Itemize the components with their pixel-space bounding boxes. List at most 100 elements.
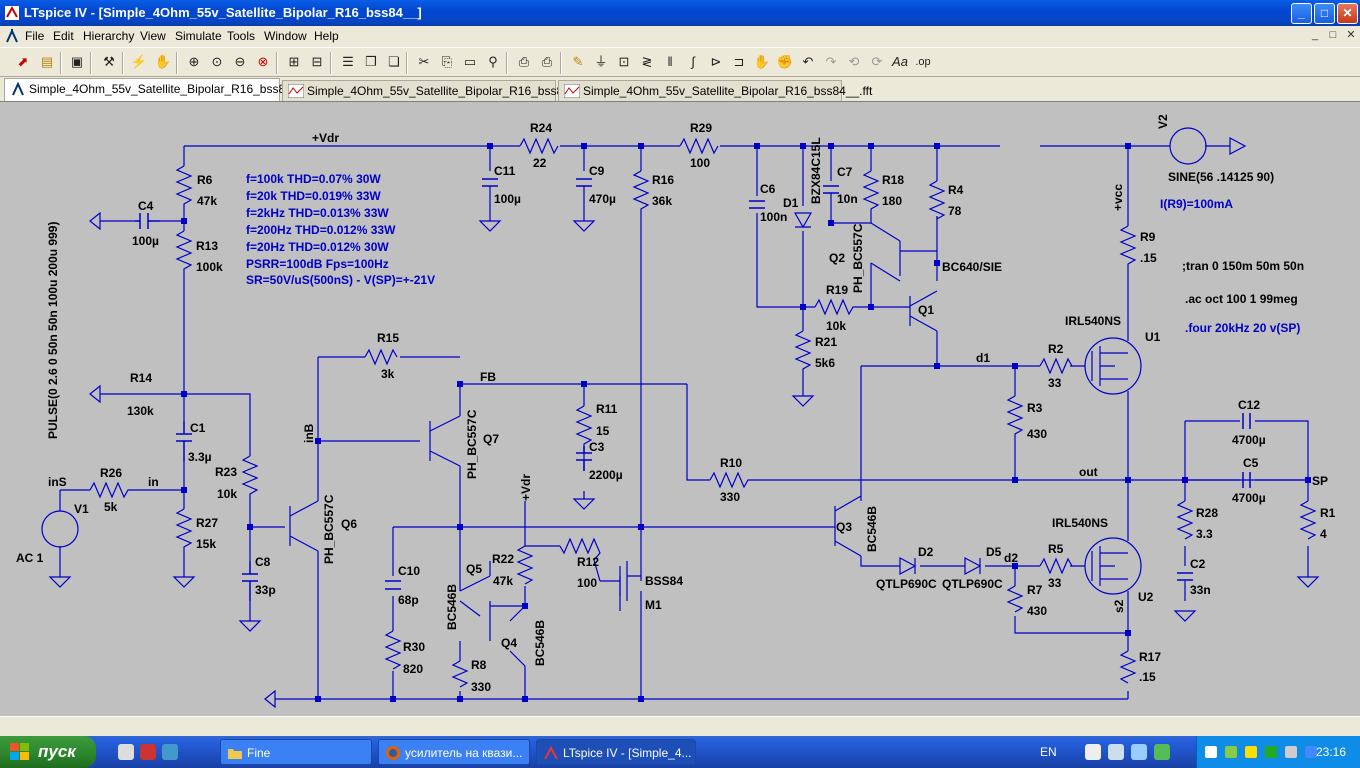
value-r8: 330 — [471, 680, 491, 694]
cascade-icon[interactable]: ❐ — [365, 54, 377, 69]
zoom-fit-icon[interactable]: ⊗ — [257, 54, 269, 69]
task-label: Fine — [247, 746, 271, 760]
net-label-d1: d1 — [976, 351, 990, 365]
copy-icon[interactable]: ⎘ — [441, 54, 453, 69]
tile-vertical-icon[interactable]: ❏ — [388, 54, 400, 69]
tab-waveform[interactable]: Simple_4Ohm_55v_Satellite_Bipolar_R16_bs… — [282, 80, 583, 101]
tray-icon[interactable] — [1085, 744, 1101, 760]
maximize-button[interactable]: □ — [1314, 3, 1335, 24]
label-net-icon[interactable]: ⊡ — [618, 54, 630, 69]
status-bar — [0, 716, 1360, 736]
tray-icon[interactable] — [1245, 746, 1257, 758]
mirror-icon[interactable]: ⟳ — [871, 54, 883, 69]
value-c6: 100n — [760, 210, 787, 224]
grid-icon[interactable]: ⊟ — [311, 54, 323, 69]
save-icon[interactable]: ▣ — [70, 54, 84, 69]
note-ir9: I(R9)=100mA — [1160, 197, 1233, 211]
tray-expand-icon[interactable] — [1205, 746, 1217, 758]
start-button[interactable]: пуск — [0, 736, 96, 768]
value-r9: .15 — [1140, 251, 1157, 265]
task-browser[interactable]: усилитель на квази... — [378, 739, 530, 765]
value-v1: AC 1 — [16, 551, 44, 565]
toolbar-separator — [406, 52, 408, 74]
zoom-out-icon[interactable]: ⊖ — [234, 54, 246, 69]
control-panel-icon[interactable]: ⚒ — [103, 54, 115, 69]
tray-icon[interactable] — [1108, 744, 1124, 760]
quicklaunch-icon[interactable] — [140, 744, 156, 760]
menu-window[interactable]: Window — [264, 29, 307, 43]
pan-icon[interactable]: ⊙ — [211, 54, 223, 69]
label-c8: C8 — [255, 555, 271, 569]
schematic-doc-icon[interactable] — [4, 28, 20, 44]
quicklaunch-icon[interactable] — [118, 744, 134, 760]
capacitor-icon[interactable]: ‖ — [667, 54, 673, 69]
drag-icon[interactable]: ✊ — [776, 54, 794, 69]
menu-tools[interactable]: Tools — [227, 29, 256, 43]
note-line-5: f=20Hz THD=0.012% 30W — [246, 240, 389, 254]
find-icon[interactable]: ⚲ — [488, 54, 498, 69]
mdi-close-button[interactable]: ✕ — [1346, 29, 1356, 41]
menu-file[interactable]: File — [25, 29, 45, 43]
tray-icon[interactable] — [1305, 746, 1317, 758]
inductor-icon[interactable]: ∫ — [691, 54, 695, 69]
label-r13: R13 — [196, 239, 218, 253]
mdi-minimize-button[interactable]: _ — [1311, 29, 1319, 41]
rotate-icon[interactable]: ⟲ — [848, 54, 860, 69]
open-schematic-icon[interactable]: ⬈ — [17, 54, 29, 69]
paste-icon[interactable]: ▭ — [463, 54, 477, 69]
task-ltspice[interactable]: LTspice IV - [Simple_4... — [536, 739, 696, 765]
tab-fft[interactable]: Simple_4Ohm_55v_Satellite_Bipolar_R16_bs… — [558, 80, 872, 101]
text-icon[interactable]: Aa — [892, 54, 908, 69]
tray-icon[interactable] — [1131, 744, 1147, 760]
move-icon[interactable]: ✋ — [753, 54, 771, 69]
cut-icon[interactable]: ✂ — [418, 54, 430, 69]
tray-icon[interactable] — [1225, 746, 1237, 758]
zoom-in-icon[interactable]: ⊕ — [188, 54, 200, 69]
redo-icon[interactable]: ↷ — [825, 54, 837, 69]
tab-schematic[interactable]: Simple_4Ohm_55v_Satellite_Bipolar_R16_bs… — [4, 78, 305, 101]
tray-icon[interactable] — [1154, 744, 1170, 760]
quicklaunch-icon[interactable] — [162, 744, 178, 760]
diode-icon[interactable]: ⊳ — [710, 54, 722, 69]
label-d1: D1 — [783, 196, 799, 210]
label-r21: R21 — [815, 335, 837, 349]
task-label: усилитель на квази... — [405, 746, 523, 760]
menu-help[interactable]: Help — [314, 29, 339, 43]
firefox-icon — [386, 746, 400, 760]
sine-source-label: SINE(56 .14125 90) — [1168, 170, 1274, 184]
print-setup-icon[interactable]: ⎙ — [518, 54, 530, 69]
menu-edit[interactable]: Edit — [53, 29, 74, 43]
halt-icon[interactable]: ✋ — [154, 54, 172, 69]
tile-horizontal-icon[interactable]: ☰ — [342, 54, 354, 69]
open-folder-icon[interactable]: ▤ — [40, 54, 54, 69]
tray-icon[interactable] — [1285, 746, 1297, 758]
value-r10: 330 — [720, 490, 740, 504]
value-r3: 430 — [1027, 427, 1047, 441]
task-fine[interactable]: Fine — [220, 739, 372, 765]
resistor-icon[interactable]: ≷ — [641, 54, 653, 69]
minimize-button[interactable]: _ — [1291, 3, 1312, 24]
spice-directive-icon[interactable]: .op — [915, 56, 931, 68]
schematic-canvas[interactable]: +Vdr FB inB inS in d1 d2 out SP s2 +vcc … — [0, 101, 1360, 716]
close-button[interactable]: ✕ — [1337, 3, 1358, 24]
run-icon[interactable]: ⚡ — [130, 54, 148, 69]
menu-simulate[interactable]: Simulate — [175, 29, 222, 43]
label-r10: R10 — [720, 456, 742, 470]
autorange-icon[interactable]: ⊞ — [288, 54, 300, 69]
menu-view[interactable]: View — [140, 29, 166, 43]
ltspice-app-icon — [5, 5, 19, 20]
value-r15: 3k — [381, 367, 395, 381]
undo-icon[interactable]: ↶ — [802, 54, 814, 69]
wire-pencil-icon[interactable]: ✎ — [572, 54, 584, 69]
tray-icon[interactable] — [1265, 746, 1277, 758]
schematic-drawing[interactable]: +Vdr FB inB inS in d1 d2 out SP s2 +vcc … — [0, 102, 1360, 717]
print-icon[interactable]: ⎙ — [541, 54, 553, 69]
value-c1: 3.3µ — [188, 450, 212, 464]
ground-icon[interactable]: ⏚ — [594, 54, 608, 69]
value-r17: .15 — [1139, 670, 1156, 684]
language-indicator[interactable]: EN — [1040, 745, 1057, 759]
misc-symbols — [41, 127, 1207, 601]
component-icon[interactable]: ⊐ — [733, 54, 745, 69]
menu-hierarchy[interactable]: Hierarchy — [83, 29, 135, 43]
mdi-restore-button[interactable]: □ — [1329, 29, 1337, 41]
